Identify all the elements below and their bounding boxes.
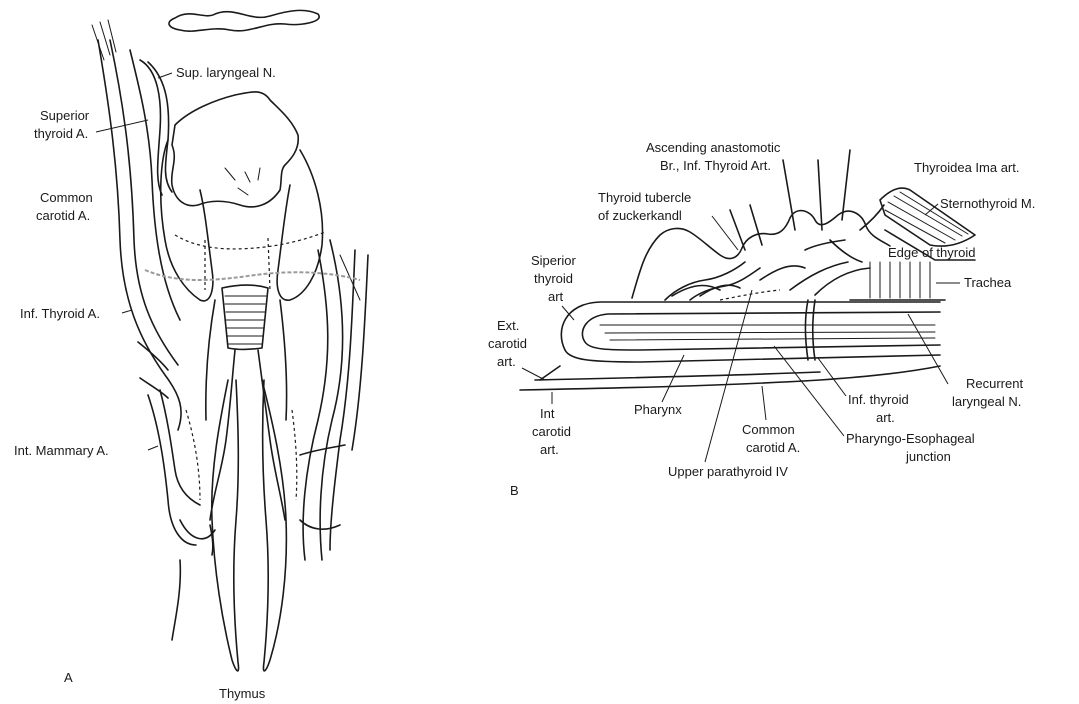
thyroid-lobe-lateral [632, 211, 890, 298]
label-superior-thyroid-a-line1: Superior [40, 108, 90, 123]
label-common-carotid-a-b-line2: carotid A. [746, 440, 800, 455]
thyroid-right-lobe [277, 150, 322, 300]
left-carotid-sheath-inner [110, 40, 178, 365]
panel-letter-a: A [64, 670, 73, 685]
label-common-carotid-a-line1: Common [40, 190, 93, 205]
right-carotid-inner [303, 250, 328, 560]
label-inf-thyroid-a: Inf. Thyroid A. [20, 306, 100, 321]
panel-b-drawing [520, 150, 975, 390]
label-superior-thyroid-a-line2: thyroid A. [34, 126, 88, 141]
label-thyroidea-ima-art: Thyroidea Ima art. [914, 160, 1020, 175]
thymus-left-lobe [212, 380, 239, 671]
label-common-carotid-a-b-line1: Common [742, 422, 795, 437]
label-edge-of-thyroid: Edge of thyroid [888, 245, 975, 260]
trachea-rings [222, 285, 268, 350]
thyroid-cartilage [172, 92, 299, 207]
label-inf-thyroid-art-line2: art. [876, 410, 895, 425]
label-sup-laryngeal-n: Sup. laryngeal N. [176, 65, 276, 80]
label-pharynx: Pharynx [634, 402, 682, 417]
label-ascending-anastomotic-line2: Br., Inf. Thyroid Art. [660, 158, 771, 173]
label-int-carotid-art-line3: art. [540, 442, 559, 457]
label-ext-carotid-art-line3: art. [497, 354, 516, 369]
label-int-carotid-art-line2: carotid [532, 424, 571, 439]
label-siperior-thyroid-art-line2: thyroid [534, 271, 573, 286]
label-trachea: Trachea [964, 275, 1012, 290]
label-recurrent-laryngeal-n-line2: laryngeal N. [952, 394, 1021, 409]
label-thymus: Thymus [219, 686, 266, 701]
label-thyroid-tubercle-line1: Thyroid tubercle [598, 190, 691, 205]
hyoid-bone [169, 10, 319, 31]
label-ascending-anastomotic-line1: Ascending anastomotic [646, 140, 781, 155]
label-pharyngo-esophageal-line2: junction [905, 449, 951, 464]
panel-b-labels: Ascending anastomotic Br., Inf. Thyroid … [488, 140, 1035, 498]
label-siperior-thyroid-art-line1: Siperior [531, 253, 576, 268]
label-sternothyroid-m: Sternothyroid M. [940, 196, 1035, 211]
label-pharyngo-esophageal-line1: Pharyngo-Esophageal [846, 431, 975, 446]
left-carotid-sheath-outer [98, 40, 181, 430]
label-upper-parathyroid-iv: Upper parathyroid IV [668, 464, 788, 479]
panel-letter-b: B [510, 483, 519, 498]
thymus-right-lobe [262, 380, 286, 671]
label-recurrent-laryngeal-n-line1: Recurrent [966, 376, 1023, 391]
label-ext-carotid-art-line1: Ext. [497, 318, 519, 333]
label-thyroid-tubercle-line2: of zuckerkandl [598, 208, 682, 223]
label-int-mammary-a: Int. Mammary A. [14, 443, 109, 458]
label-ext-carotid-art-line2: carotid [488, 336, 527, 351]
panel-a-drawing [92, 10, 368, 671]
label-common-carotid-a-line2: carotid A. [36, 208, 90, 223]
label-int-carotid-art-line1: Int [540, 406, 555, 421]
label-siperior-thyroid-art-line3: art [548, 289, 564, 304]
label-inf-thyroid-art-line1: Inf. thyroid [848, 392, 909, 407]
